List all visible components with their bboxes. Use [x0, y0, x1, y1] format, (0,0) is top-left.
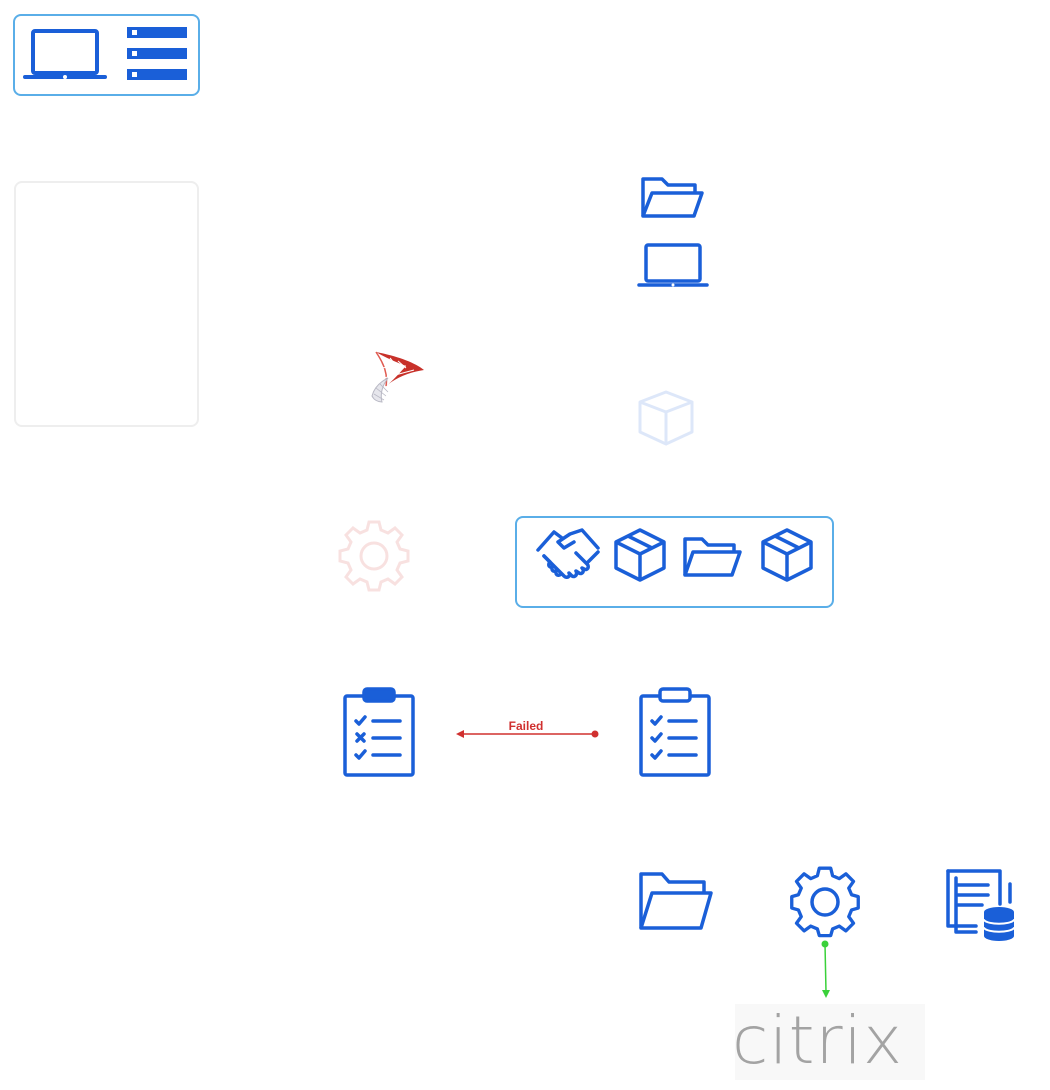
database-document-icon[interactable]: [944, 868, 1018, 942]
edge-success: [815, 938, 835, 1000]
package-icon[interactable]: [613, 528, 667, 582]
server-rack-icon[interactable]: [127, 27, 187, 81]
checklist-icon[interactable]: [638, 686, 712, 778]
folder-icon[interactable]: [638, 871, 714, 931]
package-icon[interactable]: [636, 388, 694, 448]
folder-icon[interactable]: [682, 536, 742, 578]
gear-icon[interactable]: [789, 866, 861, 938]
sql-server-logo: [366, 348, 426, 408]
checklist-icon[interactable]: [342, 686, 416, 778]
edge-label-failed: Failed: [508, 719, 544, 733]
edge-failed: [452, 726, 602, 742]
gear-icon[interactable]: [338, 520, 410, 592]
citrix-logo-box: [735, 1004, 925, 1080]
laptop-icon[interactable]: [23, 28, 107, 84]
empty-panel: [14, 181, 199, 427]
folder-icon[interactable]: [640, 176, 704, 220]
package-icon[interactable]: [760, 528, 814, 582]
citrix-logo: citrix: [732, 1002, 904, 1079]
laptop-icon[interactable]: [637, 243, 709, 289]
handshake-icon[interactable]: [536, 526, 600, 582]
